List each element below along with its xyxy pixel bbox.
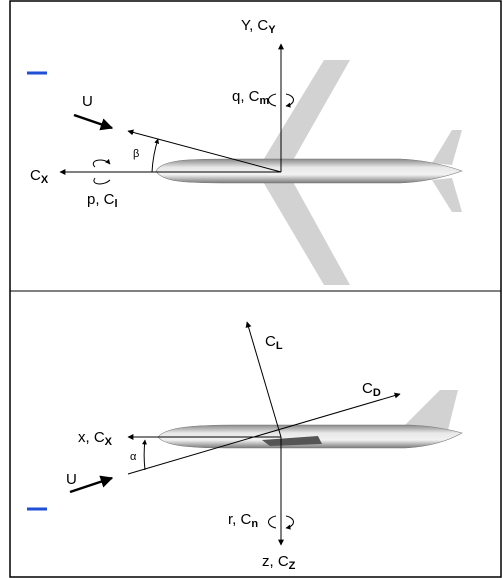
roll-rotation-icon [92, 158, 111, 185]
drag-vector [127, 392, 401, 475]
top-wing-upper [262, 60, 350, 162]
top-view: Y, CY q, Cm U β CX p, Cl [27, 17, 463, 285]
top-tail-upper [432, 130, 462, 165]
bottom-z-axis-label: z, CZ [262, 553, 296, 572]
yaw-rotation-icon [268, 515, 294, 530]
yaw-label: r, Cn [228, 511, 258, 530]
beta-arc [151, 138, 160, 173]
bottom-u-arrow [69, 475, 114, 494]
bottom-wing [262, 436, 322, 446]
roll-label: p, Cl [87, 191, 118, 210]
alpha-label: α [130, 451, 137, 463]
alpha-arc [141, 439, 147, 471]
lift-label: CL [265, 333, 283, 352]
top-wing-lower [262, 180, 350, 285]
diagram-frame [9, 0, 502, 578]
drag-label: CD [362, 380, 381, 399]
top-tail-lower [432, 178, 462, 212]
top-x-axis-label: CX [30, 167, 49, 186]
top-y-axis-text: Y, CY [241, 17, 276, 36]
pitch-label: q, Cm [232, 88, 270, 107]
bottom-u-label: U [66, 471, 77, 488]
top-u-label: U [82, 93, 93, 110]
bottom-x-axis-label: x, CX [78, 429, 113, 448]
lift-vector [245, 321, 282, 438]
bottom-fuselage [157, 424, 463, 449]
pitch-rotation-icon [268, 93, 294, 108]
top-u-arrow [73, 113, 114, 131]
bottom-tail-fin [400, 390, 458, 430]
beta-label: β [133, 148, 139, 160]
bottom-view: CL CD x, CX α U r, Cn z, CZ [27, 321, 463, 572]
top-velocity-line [127, 129, 282, 173]
top-fuselage [155, 158, 463, 184]
